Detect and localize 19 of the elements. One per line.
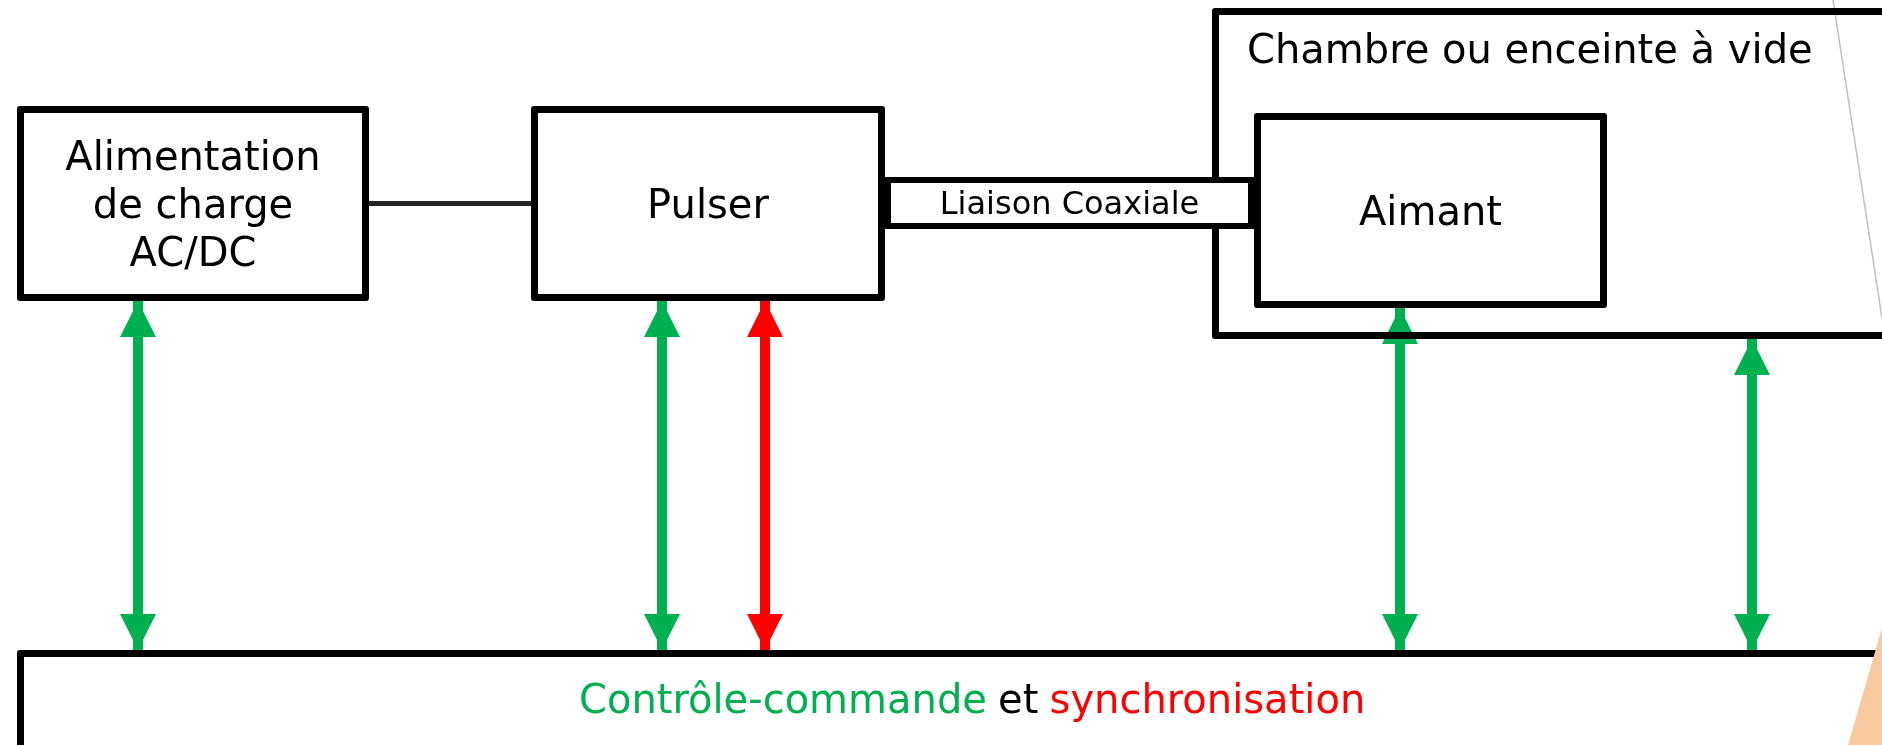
coaxial-link	[885, 177, 1254, 229]
control-label: Contrôle-commande	[579, 675, 987, 723]
double-arrow	[120, 301, 156, 650]
vacuum-chamber-box	[1212, 8, 1882, 339]
magnet-box	[1254, 113, 1607, 308]
double-arrow	[1382, 308, 1418, 650]
double-arrow	[644, 301, 680, 650]
control-label: et	[998, 675, 1039, 723]
edge-label: Liaison Coaxiale	[891, 183, 1248, 223]
node-label: Pulser	[647, 179, 769, 228]
double-arrow	[747, 301, 783, 650]
pulser-box	[531, 106, 885, 301]
node-label: Aimant	[1359, 186, 1502, 235]
double-arrow	[1734, 339, 1770, 650]
control-label: synchronisation	[1049, 675, 1366, 723]
connector-line	[369, 201, 531, 206]
node-label: Alimentation de charge AC/DC	[64, 131, 322, 276]
power-supply-box	[17, 106, 369, 301]
chamber-title: Chambre ou enceinte à vide	[1247, 25, 1813, 73]
